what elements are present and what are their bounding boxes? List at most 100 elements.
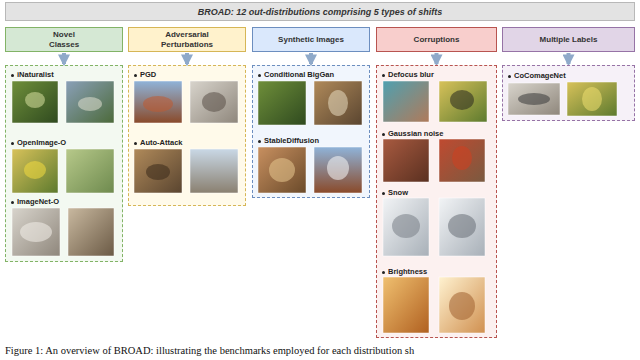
- benchmark-item: Snow: [382, 189, 408, 197]
- benchmark-label: Gaussian noise: [388, 130, 443, 138]
- benchmark-label: Defocus blur: [388, 71, 434, 79]
- photo-detail: [269, 158, 295, 182]
- photo-detail: [143, 96, 173, 112]
- down-arrow: [435, 53, 439, 64]
- photo-details: [20, 87, 602, 320]
- bullet-dot: [258, 140, 261, 143]
- benchmark-item: StableDiffusion: [258, 137, 319, 145]
- photo-thumbnail: [314, 147, 362, 193]
- panel-tint: [128, 65, 246, 206]
- down-arrow: [567, 53, 571, 64]
- benchmark-panel: Conditional BigGanStableDiffusion: [252, 65, 370, 198]
- photo-detail: [25, 92, 45, 108]
- panel-tint: [502, 65, 635, 121]
- shift-type-label: Synthetic Images: [278, 35, 344, 44]
- photo-thumbnail: [439, 198, 485, 256]
- photo-thumbnail: [383, 277, 429, 333]
- shift-type-box: Synthetic Images: [252, 27, 370, 52]
- benchmark-item: Auto-Attack: [134, 139, 183, 147]
- photo-detail: [24, 161, 46, 179]
- bullet-dot: [11, 74, 14, 77]
- photo-detail: [146, 164, 170, 180]
- photo-thumbnail: [439, 139, 485, 182]
- photo-thumbnail: [508, 83, 560, 115]
- bullet-dot: [382, 74, 385, 77]
- benchmark-label: Conditional BigGan: [264, 71, 334, 79]
- shift-type-label: Corruptions: [414, 35, 460, 44]
- benchmark-item: Brightness: [382, 268, 427, 276]
- photo-thumbnail: [12, 81, 58, 123]
- bullet-dot: [11, 201, 14, 204]
- benchmark-label: Brightness: [388, 268, 427, 276]
- benchmark-item: PGD: [134, 71, 156, 79]
- photo-detail: [202, 92, 226, 112]
- shift-type-box: Multiple Labels: [502, 27, 635, 52]
- shift-type-box: Corruptions: [376, 27, 497, 52]
- panel-tint: [376, 65, 497, 338]
- shift-type-box: Novel Classes: [5, 27, 123, 52]
- photo-detail: [392, 214, 420, 238]
- photo-thumbnail: [12, 149, 58, 193]
- photo-thumbnail: [314, 81, 362, 125]
- shift-type-label: Multiple Labels: [540, 35, 598, 44]
- down-arrow: [62, 53, 66, 64]
- photo-thumbnail: [190, 149, 238, 193]
- benchmark-label: CoComageNet: [514, 72, 566, 80]
- bullet-dot: [382, 133, 385, 136]
- photo-detail: [448, 214, 476, 238]
- photo-detail: [450, 90, 474, 110]
- down-arrow: [309, 53, 313, 64]
- photo-thumbnail: [439, 277, 485, 333]
- bullet-dot: [508, 75, 511, 78]
- photo-detail: [20, 222, 52, 242]
- photo-thumbnail: [134, 149, 182, 193]
- benchmark-item: CoComageNet: [508, 72, 566, 80]
- panel-tint: [252, 65, 370, 198]
- photo-thumbnail: [134, 81, 182, 123]
- photo-detail: [452, 146, 472, 170]
- photo-thumbnails: [12, 81, 617, 333]
- bullet-dot: [382, 192, 385, 195]
- photo-detail: [518, 93, 550, 105]
- shift-type-label: Novel Classes: [44, 30, 84, 48]
- photo-detail: [582, 87, 602, 111]
- bullet-dot: [258, 74, 261, 77]
- benchmark-item: OpenImage-O: [11, 139, 66, 147]
- photo-thumbnail: [567, 82, 617, 116]
- photo-thumbnail: [439, 81, 487, 122]
- benchmark-label: PGD: [140, 71, 156, 79]
- photo-detail: [78, 97, 102, 111]
- shift-type-label: Adversarial Perturbations: [156, 30, 218, 48]
- shift-type-box: Adversarial Perturbations: [128, 27, 246, 52]
- benchmark-item: Defocus blur: [382, 71, 434, 79]
- photo-thumbnail: [68, 208, 114, 256]
- photo-detail: [327, 156, 349, 180]
- benchmark-label: Snow: [388, 189, 408, 197]
- panel-tint: [5, 65, 123, 262]
- photo-thumbnail: [12, 208, 60, 256]
- title-text: BROAD: 12 out-distributions comprising 5…: [198, 7, 443, 17]
- bullet-dot: [134, 142, 137, 145]
- photo-detail: [328, 90, 348, 116]
- benchmark-item: iNaturalist: [11, 71, 54, 79]
- benchmark-item: Gaussian noise: [382, 130, 443, 138]
- benchmark-panel: Defocus blurGaussian noiseSnowBrightness: [376, 65, 497, 338]
- benchmark-item: Conditional BigGan: [258, 71, 334, 79]
- figure-caption: Figure 1: An overview of BROAD: illustra…: [5, 345, 414, 356]
- bullet-dot: [134, 74, 137, 77]
- photo-thumbnail: [66, 81, 114, 123]
- photo-thumbnail: [190, 81, 238, 123]
- photo-thumbnail: [383, 198, 429, 256]
- bullet-dot: [382, 271, 385, 274]
- benchmark-label: iNaturalist: [17, 71, 54, 79]
- title-bar: BROAD: 12 out-distributions comprising 5…: [5, 2, 635, 21]
- photo-detail: [449, 292, 475, 320]
- photo-thumbnail: [383, 139, 429, 182]
- benchmark-panel: iNaturalistOpenImage-OImageNet-O: [5, 65, 123, 262]
- benchmark-panel: PGD Auto-Attack: [128, 65, 246, 206]
- photo-thumbnail: [383, 81, 429, 122]
- benchmark-panel: CoComageNet: [502, 65, 635, 121]
- down-arrow: [185, 53, 189, 64]
